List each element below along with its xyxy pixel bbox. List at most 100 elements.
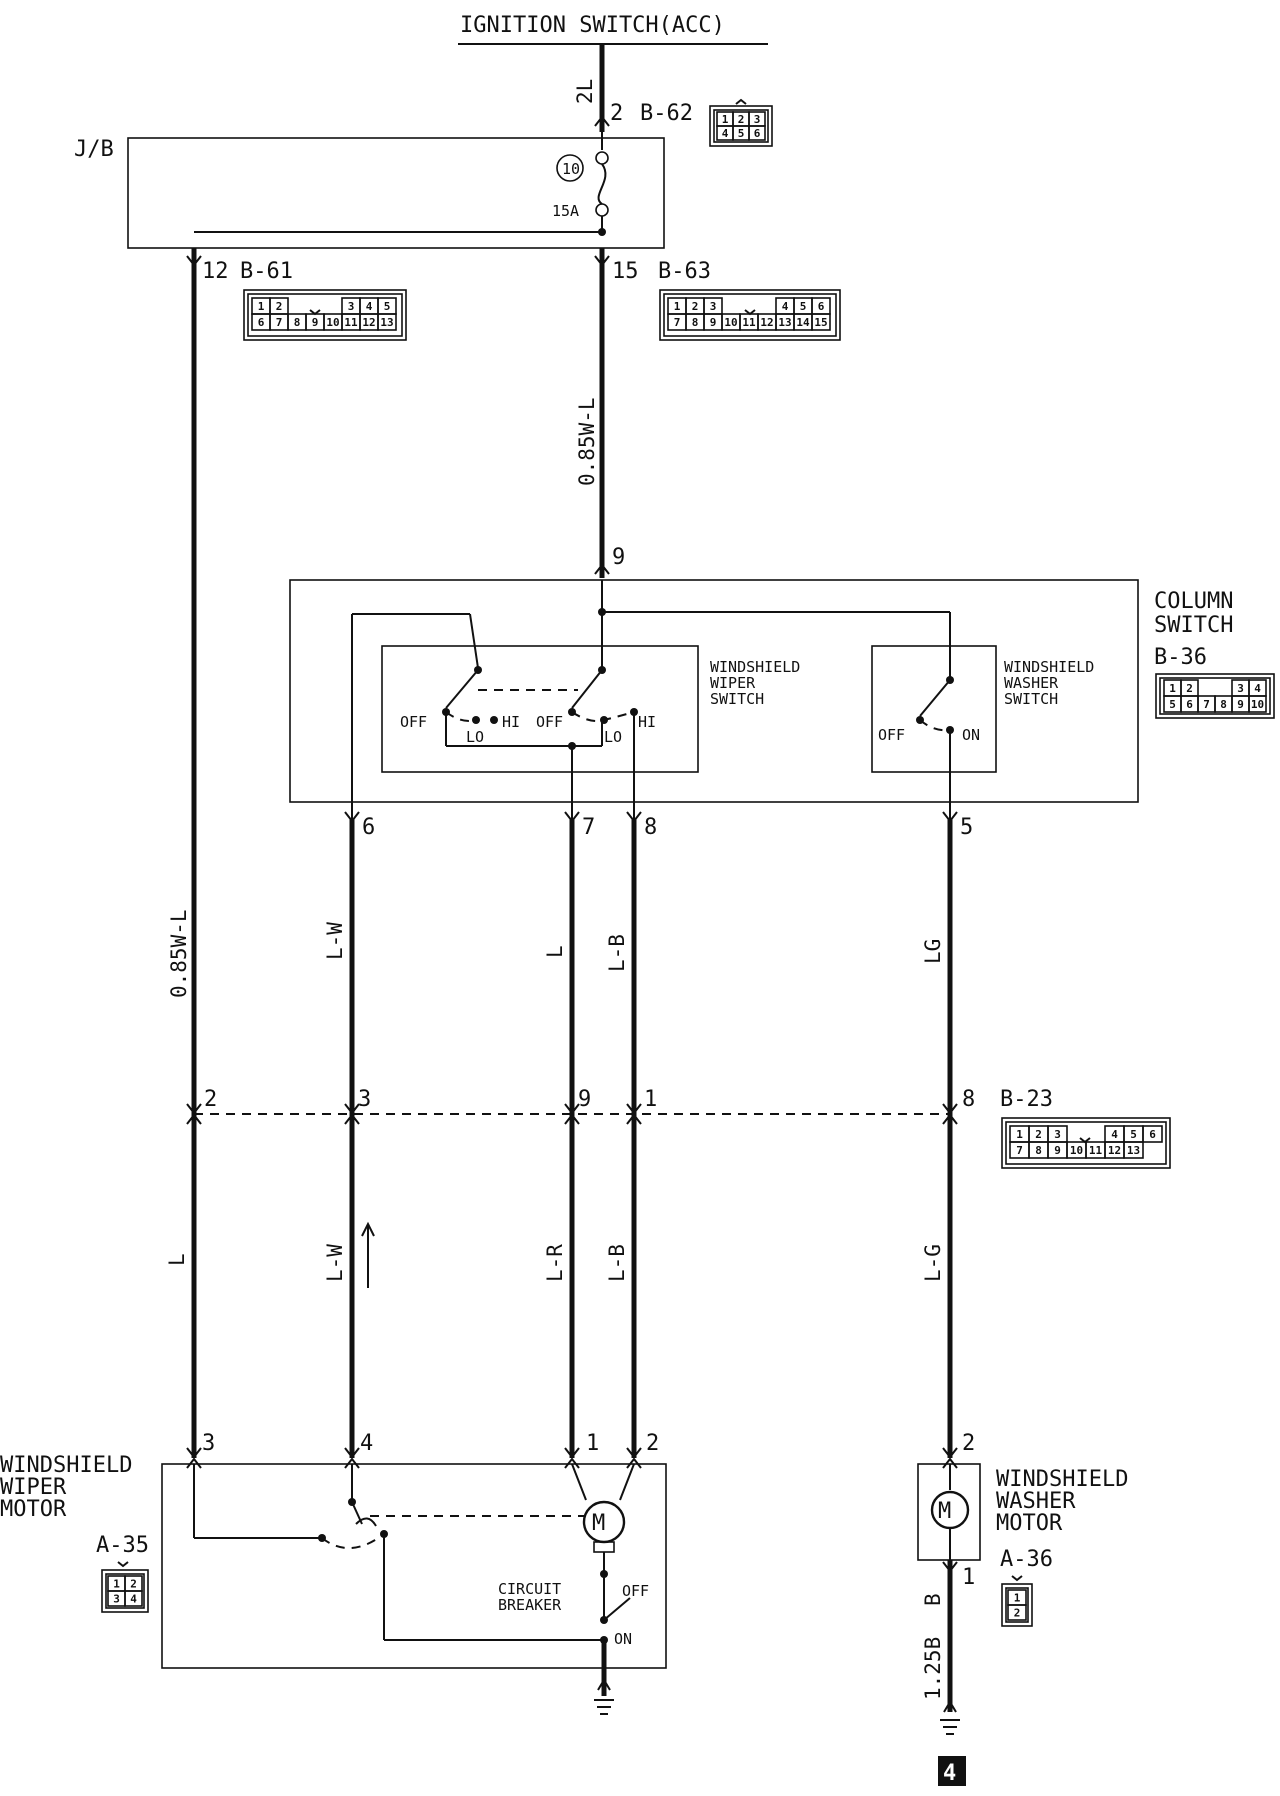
- b23-cell-label: 2: [1035, 1128, 1042, 1141]
- washer-motor-arrow-in: [942, 1447, 958, 1459]
- b23-cell-label: 10: [1070, 1144, 1083, 1157]
- b63-cell-label: 9: [710, 316, 717, 329]
- b23-cell: [1142, 1125, 1163, 1143]
- b63-cell-label: 7: [674, 316, 681, 329]
- wire-label-l-bottom: L: [165, 1253, 189, 1266]
- pin-column-8: 8: [644, 815, 657, 840]
- connector-arrow-column-input: [594, 563, 610, 575]
- washer-blade: [919, 679, 951, 717]
- ground-icon-washer: [940, 1700, 960, 1735]
- fuse-rating: 15A: [552, 202, 579, 220]
- fuse-number-circle: [556, 154, 584, 182]
- b36-cell-label: 3: [1237, 682, 1244, 695]
- wiper-pos-off-1: OFF: [400, 713, 427, 731]
- pin-wm-2: 2: [646, 1431, 659, 1456]
- wiper-motor-box: [161, 1463, 667, 1669]
- junction-box-label: J/B: [74, 137, 114, 162]
- wiper-pos-lo-2: LO: [604, 728, 622, 746]
- b63-cell: [811, 313, 831, 331]
- b62-cell-label: 1: [722, 113, 729, 126]
- a35-cell-label: 4: [130, 1593, 137, 1606]
- wire-label-lw-top: L-W: [323, 922, 347, 960]
- a36-cell-label: 2: [1014, 1607, 1021, 1620]
- b36-cell-label: 8: [1220, 698, 1227, 711]
- wiper-motor-label-3: MOTOR: [0, 1497, 67, 1522]
- b62-cell-label: 6: [754, 127, 761, 140]
- pin-b23-1: 1: [644, 1087, 657, 1112]
- b61-cell-label: 7: [276, 316, 283, 329]
- connector-name-b62: B-62: [640, 101, 693, 126]
- b62-cell-label: 2: [738, 113, 745, 126]
- wiper-blade-1: [445, 669, 479, 709]
- breaker-off: OFF: [622, 1582, 649, 1600]
- b36-cell-label: 9: [1237, 698, 1244, 711]
- b63-cell-label: 10: [724, 316, 737, 329]
- b63-cell-label: 5: [800, 300, 807, 313]
- connector-name-a36: A-36: [1000, 1547, 1053, 1572]
- wire-label-125b: 1.25B: [921, 1637, 945, 1700]
- b61-cell-label: 4: [366, 300, 373, 313]
- b23-cell-label: 7: [1016, 1144, 1023, 1157]
- washer-pos-off: OFF: [878, 726, 905, 744]
- washer-switch-box: [871, 645, 997, 773]
- wiper-switch-label-3: SWITCH: [710, 690, 764, 708]
- connector-name-b36: B-36: [1154, 645, 1207, 670]
- pin-b61: 12: [202, 259, 229, 284]
- wiper-motor-symbol: M: [592, 1511, 605, 1536]
- b62-cell-label: 4: [722, 127, 729, 140]
- wire-label-lw-bottom: L-W: [323, 1244, 347, 1282]
- b63-cell-label: 6: [818, 300, 825, 313]
- wm-brush: [593, 1541, 615, 1553]
- b63-cell-label: 8: [692, 316, 699, 329]
- b36-cell-label: 2: [1186, 682, 1193, 695]
- washer-switch-label-3: SWITCH: [1004, 690, 1058, 708]
- b63-cell-label: 13: [778, 316, 791, 329]
- b36-cell-label: 1: [1169, 682, 1176, 695]
- washer-motor-label-3: MOTOR: [996, 1511, 1063, 1536]
- wire-label-b: B: [921, 1593, 945, 1606]
- b23-cell-label: 13: [1127, 1144, 1140, 1157]
- pin-washer-1: 1: [962, 1565, 975, 1590]
- fuse-number: 10: [562, 160, 580, 178]
- wire-label-085wl-left: 0.85W-L: [167, 909, 191, 998]
- wiper-pos-lo-1: LO: [466, 728, 484, 746]
- b63-cell-label: 14: [796, 316, 810, 329]
- pin-column-input: 9: [612, 545, 625, 570]
- wm-park-dash: [321, 1533, 385, 1550]
- b63-cell-label: 15: [814, 316, 827, 329]
- wire-label-lg-top: LG: [921, 939, 945, 964]
- wire-label-2l: 2L: [573, 79, 597, 104]
- ground-icon-wiper: [594, 1678, 614, 1715]
- b61-cell-label: 13: [380, 316, 393, 329]
- connector-name-b61: B-61: [240, 259, 293, 284]
- b62-cell-label: 3: [754, 113, 761, 126]
- wm-cam-icon: [355, 1517, 377, 1527]
- wire-label-lg-bottom: L-G: [921, 1244, 945, 1282]
- b23-cell-label: 8: [1035, 1144, 1042, 1157]
- junction-box: [127, 137, 665, 249]
- cs-wire-6-drop: [469, 613, 479, 669]
- b61-cell-label: 3: [348, 300, 355, 313]
- pin-b23-2: 2: [204, 1087, 217, 1112]
- connector-face-a36: 12: [1001, 1575, 1033, 1627]
- washer-motor-arrow-in-2: [942, 1457, 958, 1469]
- a35-cell-label: 3: [113, 1593, 120, 1606]
- pin-b23-8: 8: [962, 1087, 975, 1112]
- connector-arrow-b62: [594, 115, 610, 127]
- wiper-switch-box: [381, 645, 699, 773]
- b36-cell-label: 6: [1186, 698, 1193, 711]
- pin-wm-3: 3: [202, 1431, 215, 1456]
- b61-cell-label: 1: [258, 300, 265, 313]
- b23-cell: [1123, 1141, 1144, 1159]
- breaker-label-2: BREAKER: [498, 1596, 562, 1614]
- a35-cell-label: 2: [130, 1578, 137, 1591]
- wiper-motor-arrows: [186, 1447, 642, 1469]
- column-switch-box: [289, 579, 1139, 803]
- b23-cell-label: 4: [1111, 1128, 1118, 1141]
- b36-cell-label: 7: [1203, 698, 1210, 711]
- pin-washer-2: 2: [962, 1431, 975, 1456]
